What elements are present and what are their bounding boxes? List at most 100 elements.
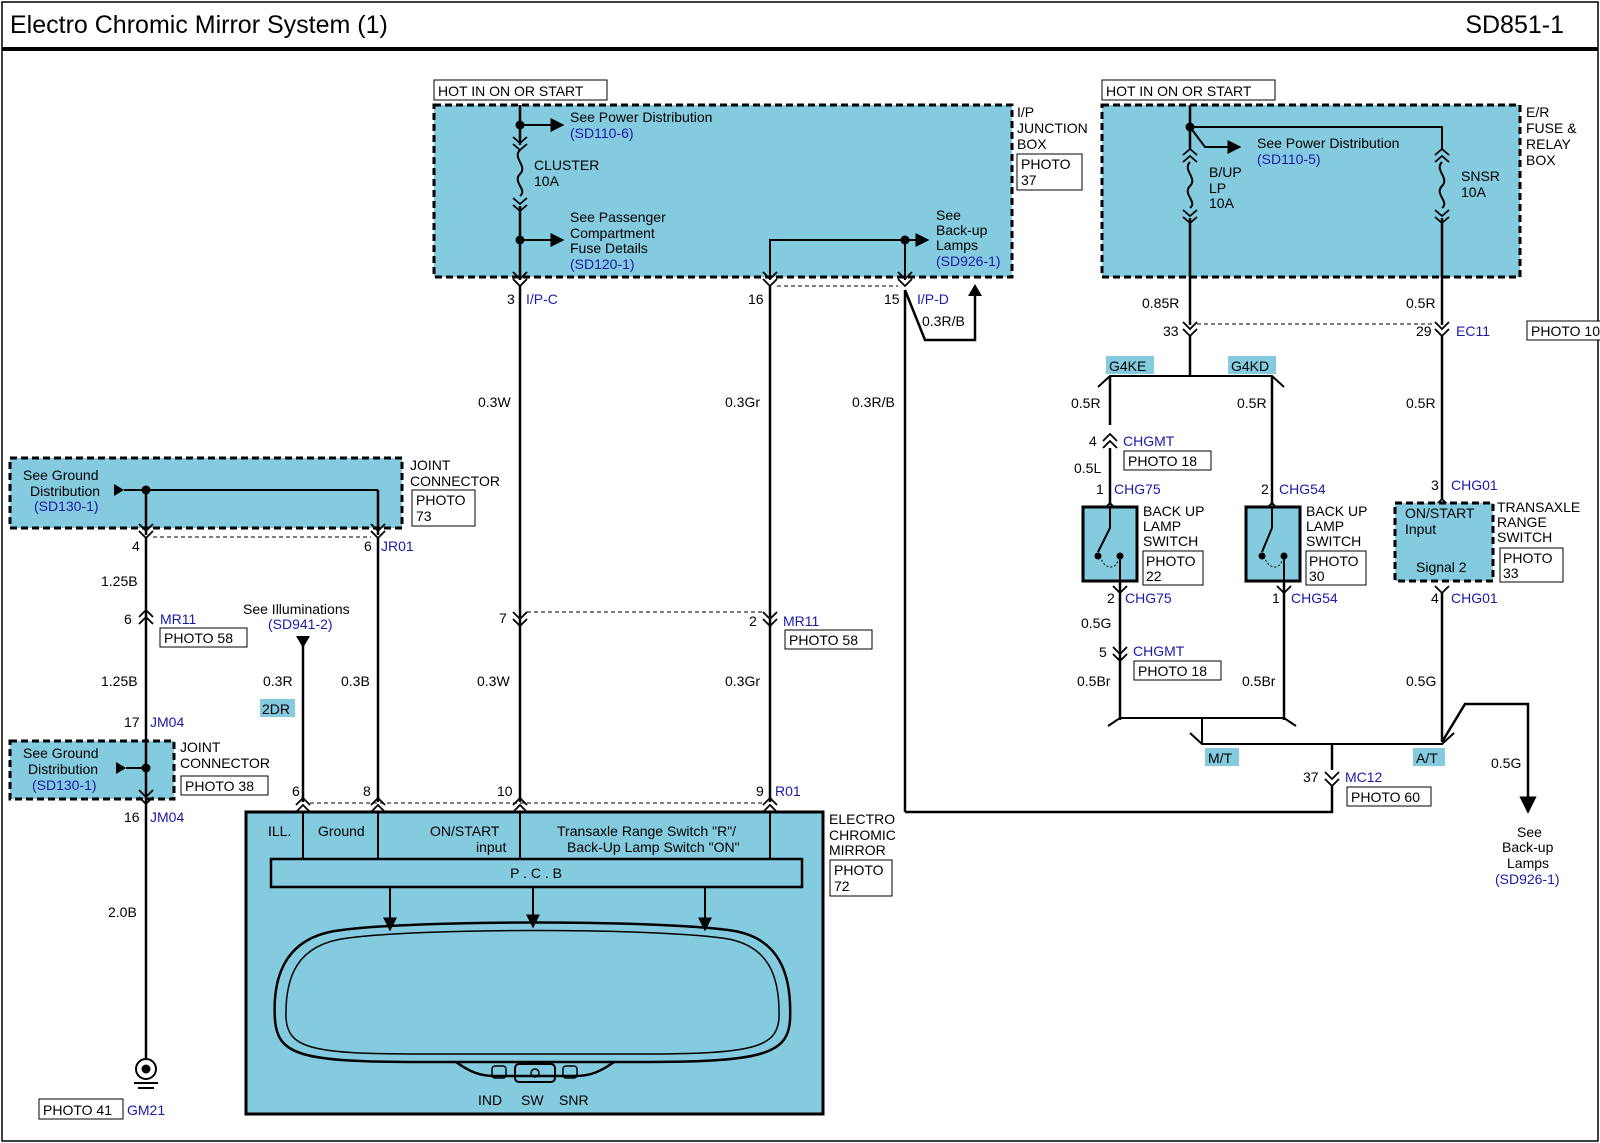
mr11-pin-7: 7 <box>499 610 507 626</box>
pin-29: 29 <box>1416 323 1432 339</box>
conn-chg75-b[interactable]: CHG75 <box>1125 590 1172 606</box>
conn-mr11-b[interactable]: MR11 <box>783 613 820 629</box>
see-backup-right-1: See <box>1517 824 1542 840</box>
pin-4-chg01: 4 <box>1431 590 1439 606</box>
ind-indicator-icon <box>491 1065 507 1079</box>
mirror-label-on-1: ON/START <box>430 823 500 839</box>
tag-2dr: 2DR <box>262 701 290 717</box>
pin-1-chg54: 1 <box>1272 590 1280 606</box>
mirror-name-1: ELECTRO <box>829 811 895 827</box>
mirror-btn-sw: SW <box>521 1092 544 1108</box>
conn-chgmt-b[interactable]: CHGMT <box>1133 643 1185 659</box>
joint2-ref[interactable]: (SD130-1) <box>32 777 97 793</box>
mirror-label-ground: Ground <box>318 823 365 839</box>
sw1-label-3: SWITCH <box>1143 533 1198 549</box>
wire-03w-b: 0.3W <box>477 673 510 689</box>
see-backup-right-ref[interactable]: (SD926-1) <box>1495 871 1560 887</box>
conn-ipc[interactable]: I/P-C <box>526 291 558 307</box>
photo-58-b: PHOTO 58 <box>789 632 858 648</box>
conn-jr01[interactable]: JR01 <box>381 538 414 554</box>
conn-chgmt-a[interactable]: CHGMT <box>1123 433 1175 449</box>
ip-pin-15: 15 <box>884 291 900 307</box>
mr11-pin-6: 6 <box>124 611 132 627</box>
er-box-name-4: BOX <box>1526 152 1556 168</box>
joint1-photo-2: 73 <box>416 508 432 524</box>
joint2-name-1: JOINT <box>180 739 221 755</box>
pin-2-chg75: 2 <box>1107 590 1115 606</box>
wire-03r: 0.3R <box>263 673 293 689</box>
see-power-distribution-ip: See Power Distribution <box>570 109 712 125</box>
conn-chg54-a[interactable]: CHG54 <box>1279 481 1326 497</box>
tr-photo-1: PHOTO <box>1503 550 1553 566</box>
wire-05l: 0.5L <box>1074 460 1101 476</box>
mirror-btn-ind: IND <box>478 1092 502 1108</box>
joint2-name-2: CONNECTOR <box>180 755 270 771</box>
fuse-bup-2: LP <box>1209 180 1226 196</box>
sw1-photo-1: PHOTO <box>1146 553 1196 569</box>
pcb-board <box>269 857 804 889</box>
conn-chg75-a[interactable]: CHG75 <box>1114 481 1161 497</box>
mirror-btn-snr: SNR <box>559 1092 589 1108</box>
joint1-text-1: See Ground <box>23 467 99 483</box>
joint1-text-2: Distribution <box>30 483 100 499</box>
diagram-code: SD851-1 <box>1465 10 1564 39</box>
fuse-snsr-2: 10A <box>1461 184 1487 200</box>
joint-connector-1 <box>8 456 404 530</box>
ground-photo: PHOTO 41 <box>43 1102 112 1118</box>
tr-name-1: TRANSAXLE <box>1497 499 1580 515</box>
illuminations-ref[interactable]: (SD941-2) <box>268 616 333 632</box>
joint2-photo: PHOTO 38 <box>185 778 254 794</box>
conn-chg01-a[interactable]: CHG01 <box>1451 477 1498 493</box>
ip-pin-16: 16 <box>748 291 764 307</box>
joint1-ref[interactable]: (SD130-1) <box>34 498 99 514</box>
sw-button[interactable] <box>514 1063 556 1083</box>
wire-03b: 0.3B <box>341 673 370 689</box>
snr-sensor-icon <box>562 1065 578 1079</box>
photo-10: PHOTO 10 <box>1531 323 1600 339</box>
tag-g4ke: G4KE <box>1109 358 1146 374</box>
conn-jm04-a[interactable]: JM04 <box>150 714 184 730</box>
see-backup-2: Back-up <box>936 222 988 238</box>
wire-05br-a: 0.5Br <box>1077 673 1111 689</box>
fuse-bup-1: B/UP <box>1209 164 1242 180</box>
see-power-ref-ip[interactable]: (SD110-6) <box>570 125 634 141</box>
pcb-label: P . C . B <box>510 865 562 881</box>
sw2-label-1: BACK UP <box>1306 503 1367 519</box>
hot-label-right: HOT IN ON OR START <box>1106 83 1252 99</box>
joint2-text-2: Distribution <box>28 761 98 777</box>
mirror-label-tr-1: Transaxle Range Switch "R"/ <box>557 823 736 839</box>
see-power-ref-er[interactable]: (SD110-5) <box>1257 151 1321 167</box>
conn-chg01-b[interactable]: CHG01 <box>1451 590 1498 606</box>
conn-ec11[interactable]: EC11 <box>1456 323 1490 339</box>
sw2-label-2: LAMP <box>1306 518 1344 534</box>
wire-05r-a: 0.5R <box>1406 295 1436 311</box>
conn-chg54-b[interactable]: CHG54 <box>1291 590 1338 606</box>
see-passenger-ref[interactable]: (SD120-1) <box>570 256 635 272</box>
joint1-pin-4: 4 <box>132 538 140 554</box>
mr11-pin-2: 2 <box>749 613 757 629</box>
tag-mt: M/T <box>1208 750 1233 766</box>
conn-ipd[interactable]: I/P-D <box>917 291 949 307</box>
conn-r01[interactable]: R01 <box>775 783 801 799</box>
tr-name-3: SWITCH <box>1497 529 1552 545</box>
transaxle-range-switch <box>1393 501 1495 583</box>
mirror-glass <box>273 921 792 1078</box>
mirror-label-on-2: input <box>476 839 506 855</box>
wire-125b-a: 1.25B <box>101 573 138 589</box>
conn-gm21[interactable]: GM21 <box>127 1102 165 1118</box>
pin-37: 37 <box>1303 769 1319 785</box>
see-backup-ref[interactable]: (SD926-1) <box>936 253 1001 269</box>
fuse-bup-3: 10A <box>1209 195 1235 211</box>
tag-at: A/T <box>1416 750 1438 766</box>
wire-05r-b: 0.5R <box>1071 395 1101 411</box>
wire-05r-c: 0.5R <box>1237 395 1267 411</box>
conn-mr11-a[interactable]: MR11 <box>160 611 197 627</box>
er-box-name-2: FUSE & <box>1526 120 1577 136</box>
conn-jm04-b[interactable]: JM04 <box>150 809 184 825</box>
wire-03rb-b: 0.3R/B <box>852 394 895 410</box>
sw1-label-1: BACK UP <box>1143 503 1204 519</box>
photo-18-a: PHOTO 18 <box>1128 453 1197 469</box>
conn-mc12[interactable]: MC12 <box>1345 769 1383 785</box>
sw2-photo-1: PHOTO <box>1309 553 1359 569</box>
